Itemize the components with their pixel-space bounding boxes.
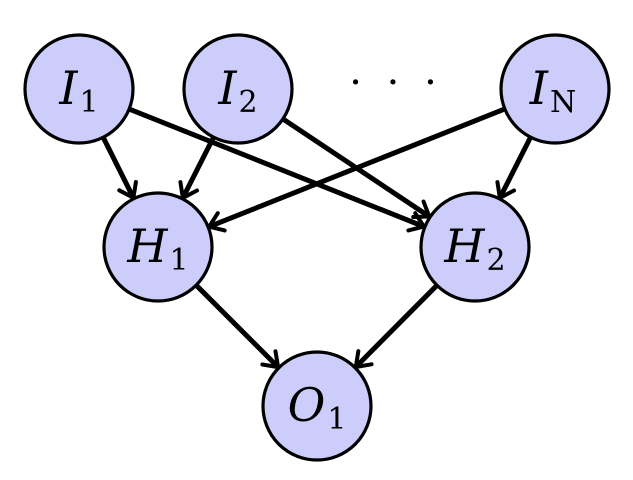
node-h1-subscript: 1 bbox=[170, 243, 189, 278]
node-h2: H2 bbox=[419, 191, 531, 303]
node-h2-letter: H bbox=[443, 219, 485, 273]
node-h2-label: H2 bbox=[443, 219, 505, 278]
edge-line bbox=[353, 282, 440, 370]
edge-line bbox=[497, 134, 534, 201]
node-i2-label: I2 bbox=[217, 61, 257, 120]
node-o1-circle bbox=[261, 350, 373, 462]
node-i1-circle bbox=[23, 33, 135, 145]
node-i1: I1 bbox=[23, 33, 135, 145]
edges-layer bbox=[100, 106, 534, 370]
node-o1: O1 bbox=[261, 350, 373, 462]
node-o1-subscript: 1 bbox=[327, 402, 346, 437]
edge-h1-o1 bbox=[193, 282, 281, 370]
edge-line bbox=[180, 134, 217, 201]
edge-line bbox=[193, 282, 281, 370]
node-o1-letter: O bbox=[288, 378, 326, 432]
edge-line bbox=[206, 106, 508, 230]
node-o1-label: O1 bbox=[288, 378, 347, 437]
node-in-label: IN bbox=[529, 61, 576, 120]
node-in-circle bbox=[499, 33, 611, 145]
edge-in-h2 bbox=[495, 134, 534, 201]
node-i2-subscript: 2 bbox=[239, 85, 258, 120]
edge-line bbox=[126, 106, 427, 230]
node-h2-circle bbox=[419, 191, 531, 303]
node-i2: I2 bbox=[182, 33, 294, 145]
node-i2-circle bbox=[182, 33, 294, 145]
node-h1: H1 bbox=[102, 191, 214, 303]
node-in-letter: I bbox=[529, 61, 549, 115]
node-i1-letter: I bbox=[58, 61, 78, 115]
node-i2-letter: I bbox=[217, 61, 237, 115]
node-h1-letter: H bbox=[126, 219, 168, 273]
node-h2-subscript: 2 bbox=[487, 243, 506, 278]
edge-h2-o1 bbox=[353, 282, 440, 370]
edge-i2-h1 bbox=[178, 134, 217, 201]
edge-i1-h1 bbox=[100, 134, 138, 201]
edge-line bbox=[100, 134, 136, 201]
ellipsis: · · · bbox=[349, 60, 443, 106]
node-h1-label: H1 bbox=[126, 219, 188, 278]
node-i1-subscript: 1 bbox=[80, 85, 99, 120]
node-in: IN bbox=[499, 33, 611, 145]
node-h1-circle bbox=[102, 191, 214, 303]
nodes-layer: I1 I2 IN H1 H2 O1 bbox=[23, 33, 611, 462]
node-in-subscript: N bbox=[550, 85, 576, 120]
node-i1-label: I1 bbox=[58, 61, 98, 120]
